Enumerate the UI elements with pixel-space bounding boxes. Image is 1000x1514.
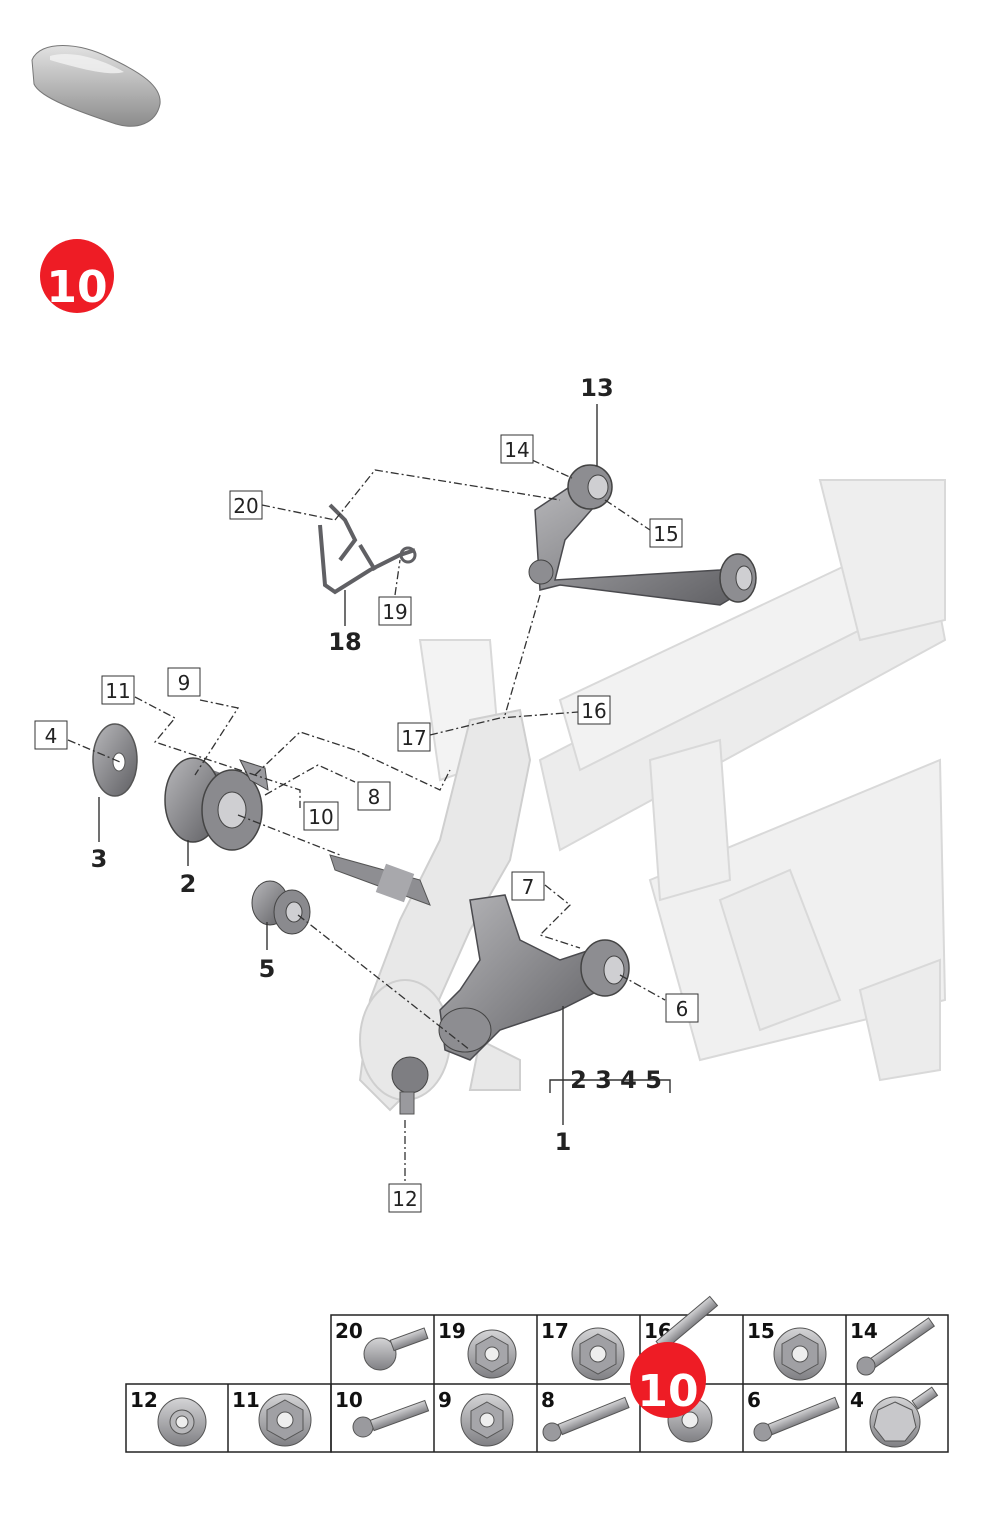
twelve-point-bolt-icon-4 [869, 1386, 939, 1448]
car-thumbnail-icon [31, 45, 161, 127]
callout-box-17 [397, 722, 431, 752]
bolt-icon-8 [542, 1396, 630, 1442]
flange-bolt-icon-20 [363, 1327, 429, 1371]
callout-box-14 [500, 434, 534, 464]
legend-label-20: 20 [335, 1319, 363, 1343]
lower-control-arm [391, 894, 630, 1115]
drive-shaft [329, 854, 431, 906]
legend-label-11: 11 [232, 1388, 260, 1412]
callout-15: 15 [653, 522, 678, 546]
callout-box-15 [649, 518, 683, 548]
upper-control-arm [528, 464, 757, 606]
callout-20: 20 [233, 494, 258, 518]
bolt-icon-10 [352, 1399, 430, 1438]
callout-box-6 [665, 993, 699, 1023]
callout-box-16 [577, 695, 611, 725]
callout-7: 7 [522, 875, 535, 899]
callout-11: 11 [105, 679, 130, 703]
subframe-ghost [418, 479, 947, 1082]
castle-nut-icon-12 [157, 1397, 207, 1447]
legend-label-12: 12 [130, 1388, 158, 1412]
hex-flange-nut-icon-19 [467, 1329, 517, 1379]
callout-3: 3 [91, 845, 108, 873]
badge-text: 10 [46, 262, 107, 313]
fastener-legend: 20 19 17 16 15 14 12 11 10 9 8 6 4 [125, 1295, 949, 1453]
hex-flange-nut-icon-11 [258, 1393, 312, 1447]
legend-label-14: 14 [850, 1319, 878, 1343]
callout-box-4 [34, 720, 68, 750]
bolt-icon-6 [753, 1396, 840, 1442]
bushing-small [251, 880, 311, 935]
sensor-bracket [318, 503, 417, 595]
legend-label-8: 8 [541, 1388, 555, 1412]
legend-label-9: 9 [438, 1388, 452, 1412]
callout-17: 17 [401, 726, 426, 750]
bushing-large [164, 757, 269, 851]
hex-flange-nut-icon-9 [460, 1393, 514, 1447]
bolt-icon-14 [856, 1317, 936, 1376]
callout-14: 14 [504, 438, 529, 462]
callout-5: 5 [259, 955, 276, 983]
legend-label-4: 4 [850, 1388, 864, 1412]
callout-box-20 [229, 490, 263, 520]
solid-leaders [98, 404, 671, 1125]
callout-10: 10 [308, 805, 333, 829]
legend-label-6: 6 [747, 1388, 761, 1412]
legend-label-17: 17 [541, 1319, 569, 1343]
callout-18: 18 [328, 628, 361, 656]
callout-4: 4 [45, 724, 58, 748]
callout-12: 12 [392, 1187, 417, 1211]
callout-box-11 [101, 675, 135, 705]
hex-flange-nut-icon-15 [773, 1327, 827, 1381]
callout-box-9 [167, 667, 201, 697]
leader-lines [67, 459, 666, 1182]
badge-circle [40, 239, 114, 313]
legend-label-15: 15 [747, 1319, 775, 1343]
callout-13: 13 [580, 374, 613, 402]
legend-label-19: 19 [438, 1319, 466, 1343]
callout-2: 2 [180, 870, 197, 898]
callout-box-19 [378, 596, 412, 626]
callouts: 13 14 15 20 19 18 9 11 4 16 17 8 10 3 2 … [34, 374, 699, 1213]
legend-label-10: 10 [335, 1388, 363, 1412]
callout-box-12 [388, 1183, 422, 1213]
callout-19: 19 [382, 600, 407, 624]
legend-badge: 10 [630, 1342, 706, 1418]
callout-box-8 [357, 781, 391, 811]
callout-9: 9 [178, 671, 191, 695]
callout-6: 6 [676, 997, 689, 1021]
callout-box-7 [511, 871, 545, 901]
legend-grid [125, 1314, 949, 1453]
callout-16: 16 [581, 699, 606, 723]
callout-8: 8 [368, 785, 381, 809]
callout-box-10 [303, 801, 339, 831]
callout-1: 1 [555, 1128, 572, 1156]
legend-badge-text: 10 [637, 1366, 698, 1417]
hex-flange-nut-icon-17 [571, 1327, 625, 1381]
page-badge: 10 [40, 239, 114, 313]
callout-group: 2 3 4 5 [570, 1066, 662, 1094]
